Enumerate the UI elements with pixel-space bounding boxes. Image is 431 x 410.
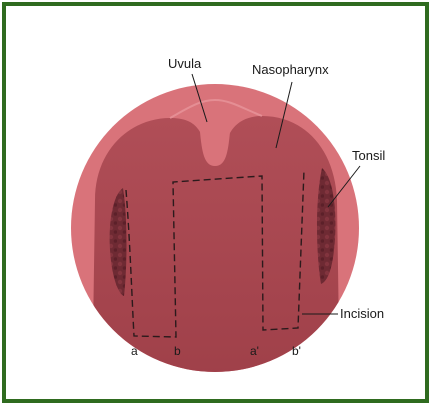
incision-label: Incision	[340, 306, 384, 321]
nasopharynx-label: Nasopharynx	[252, 62, 329, 77]
tonsil-label: Tonsil	[352, 148, 385, 163]
marker-a: a	[131, 344, 138, 358]
marker-b-prime: b'	[292, 344, 301, 358]
marker-b: b	[174, 344, 181, 358]
uvula-label: Uvula	[168, 56, 202, 71]
marker-a-prime: a'	[250, 344, 259, 358]
